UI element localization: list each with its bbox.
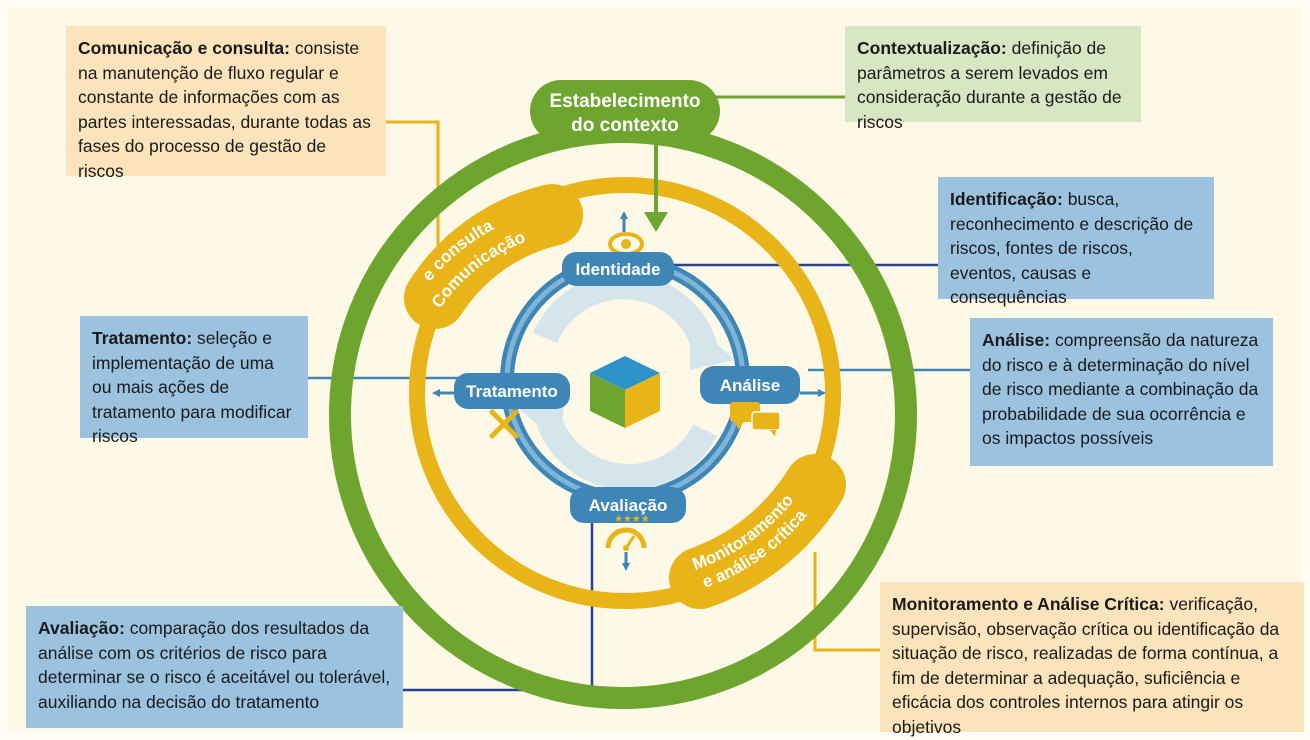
tools-icon (489, 409, 519, 439)
refresh-arrows-icon (515, 273, 735, 491)
comunicacao-box: Comunicação e consulta: consiste na manu… (66, 26, 386, 181)
avaliacao-node: Avaliação ★★★★ (570, 487, 686, 571)
comunicacao-title: Comunicação e consulta: (78, 38, 290, 58)
comunicacao-text: consiste na manutenção de fluxo regular … (78, 38, 371, 181)
identificacao-title: Identificação: (950, 189, 1063, 209)
identidade-node: Identidade (562, 211, 674, 286)
tratamento-title: Tratamento: (92, 328, 193, 348)
estabelecimento-pill: Estabelecimento do contexto (530, 80, 720, 232)
avaliacao-text: comparação dos resultados da análise com… (38, 618, 391, 712)
analise-title: Análise: (982, 330, 1051, 350)
contextualizacao-box: Contextualização: definição de parâmetro… (845, 26, 1141, 132)
svg-text:★★★★: ★★★★ (614, 514, 650, 525)
middle-ring (409, 177, 841, 609)
cube-icon (590, 356, 660, 428)
identificacao-box: Identificação: busca, reconhecimento e d… (938, 177, 1214, 307)
avaliacao-label: Avaliação (589, 496, 668, 515)
avaliacao-box: Avaliação: comparação dos resultados da … (26, 606, 403, 728)
eye-icon (608, 232, 644, 256)
identidade-label: Identidade (575, 260, 660, 279)
line-monitoramento (813, 552, 880, 652)
estabelecimento-line2: do contexto (571, 115, 679, 136)
analise-node: Análise (700, 366, 826, 437)
contextualizacao-text: definição de parâmetros a serem levados … (857, 38, 1122, 132)
identificacao-text: busca, reconhecimento e descrição de ris… (950, 189, 1194, 307)
tratamento-text: seleção e implementação de uma ou mais a… (92, 328, 292, 446)
analise-box: Análise: compreensão da natureza do risc… (970, 318, 1273, 466)
tratamento-node: Tratamento (432, 373, 570, 439)
tratamento-box: Tratamento: seleção e implementação de u… (80, 316, 308, 446)
monitoramento-text: verificação, supervisão, observação crít… (892, 594, 1280, 737)
rating-gauge-icon: ★★★★ (605, 514, 650, 551)
monitoramento-arc-label: Monitoramento e análise crítica (669, 454, 846, 609)
contextualizacao-title: Contextualização: (857, 38, 1007, 58)
analise-label: Análise (720, 376, 780, 395)
monitoramento-box: Monitoramento e Análise Crítica: verific… (880, 582, 1304, 737)
monitoramento-title: Monitoramento e Análise Crítica: (892, 594, 1165, 614)
tratamento-label: Tratamento (466, 382, 558, 401)
speech-bubbles-icon (730, 402, 781, 437)
estabelecimento-line1: Estabelecimento (550, 91, 701, 112)
avaliacao-title: Avaliação: (38, 618, 125, 638)
analise-text: compreensão da natureza do risco e à det… (982, 330, 1259, 448)
